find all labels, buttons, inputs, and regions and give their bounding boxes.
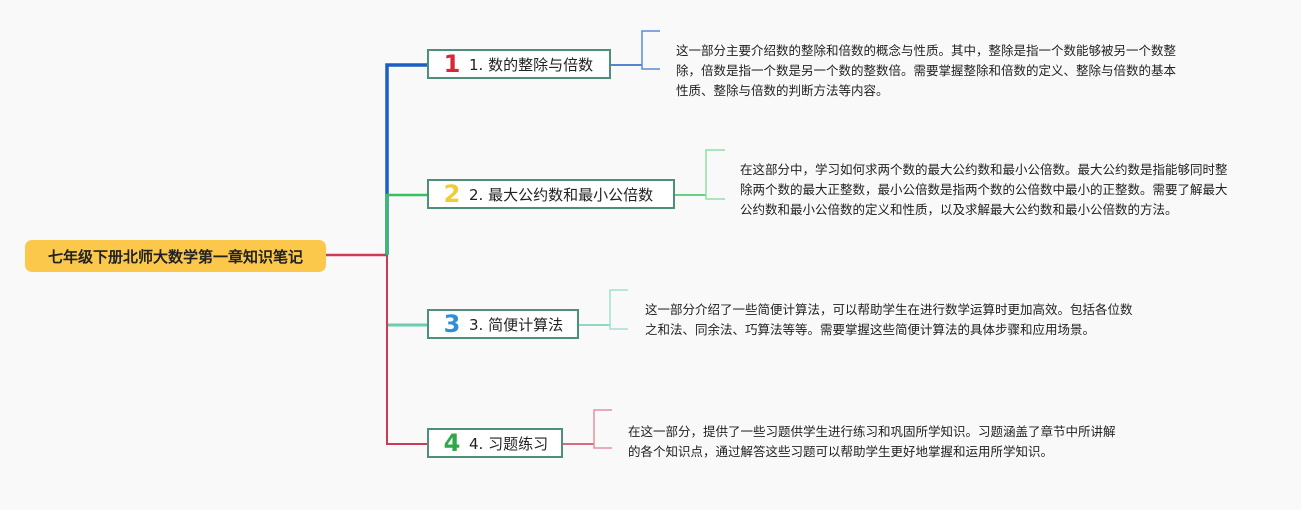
branch-line-1 [385,63,428,255]
topic-label: 1. 数的整除与倍数 [469,55,594,74]
desc-bracket-1 [641,30,660,70]
topic-label: 3. 简便计算法 [469,315,564,334]
root-node[interactable]: 七年级下册北师大数学第一章知识笔记 [25,240,326,272]
topic-node-2[interactable]: 2 2. 最大公约数和最小公倍数 [427,179,675,209]
topic-description-1: 这一部分主要介绍数的整除和倍数的概念与性质。其中，整除是指一个数能够被另一个数整… [676,43,1177,98]
desc-bracket-4 [593,409,612,449]
desc-bracket-2 [705,149,725,200]
desc-bracket-3 [609,289,628,330]
number-3-icon: 3 [443,310,461,338]
topic-node-4[interactable]: 4 4. 习题练习 [427,428,563,458]
topic-node-1[interactable]: 1 1. 数的整除与倍数 [427,49,611,79]
number-1-icon: 1 [443,50,461,78]
number-4-icon: 4 [443,429,461,457]
topic-description-2: 在这部分中，学习如何求两个数的最大公约数和最小公倍数。最大公约数是指能够同时整除… [740,162,1228,217]
topic-description-4: 在这一部分，提供了一些习题供学生进行练习和巩固所学知识。习题涵盖了章节中所讲解的… [628,424,1116,459]
number-2-icon: 2 [443,180,461,208]
branch-line-3 [386,255,428,326]
branch-line-4 [386,255,428,445]
branch-line-2 [385,193,428,255]
topic-description-3: 这一部分介绍了一些简便计算法，可以帮助学生在进行数学运算时更加高效。包括各位数之… [645,302,1133,337]
topic-label: 4. 习题练习 [469,434,549,453]
topic-label: 2. 最大公约数和最小公倍数 [469,185,654,204]
topic-node-3[interactable]: 3 3. 简便计算法 [427,309,579,339]
